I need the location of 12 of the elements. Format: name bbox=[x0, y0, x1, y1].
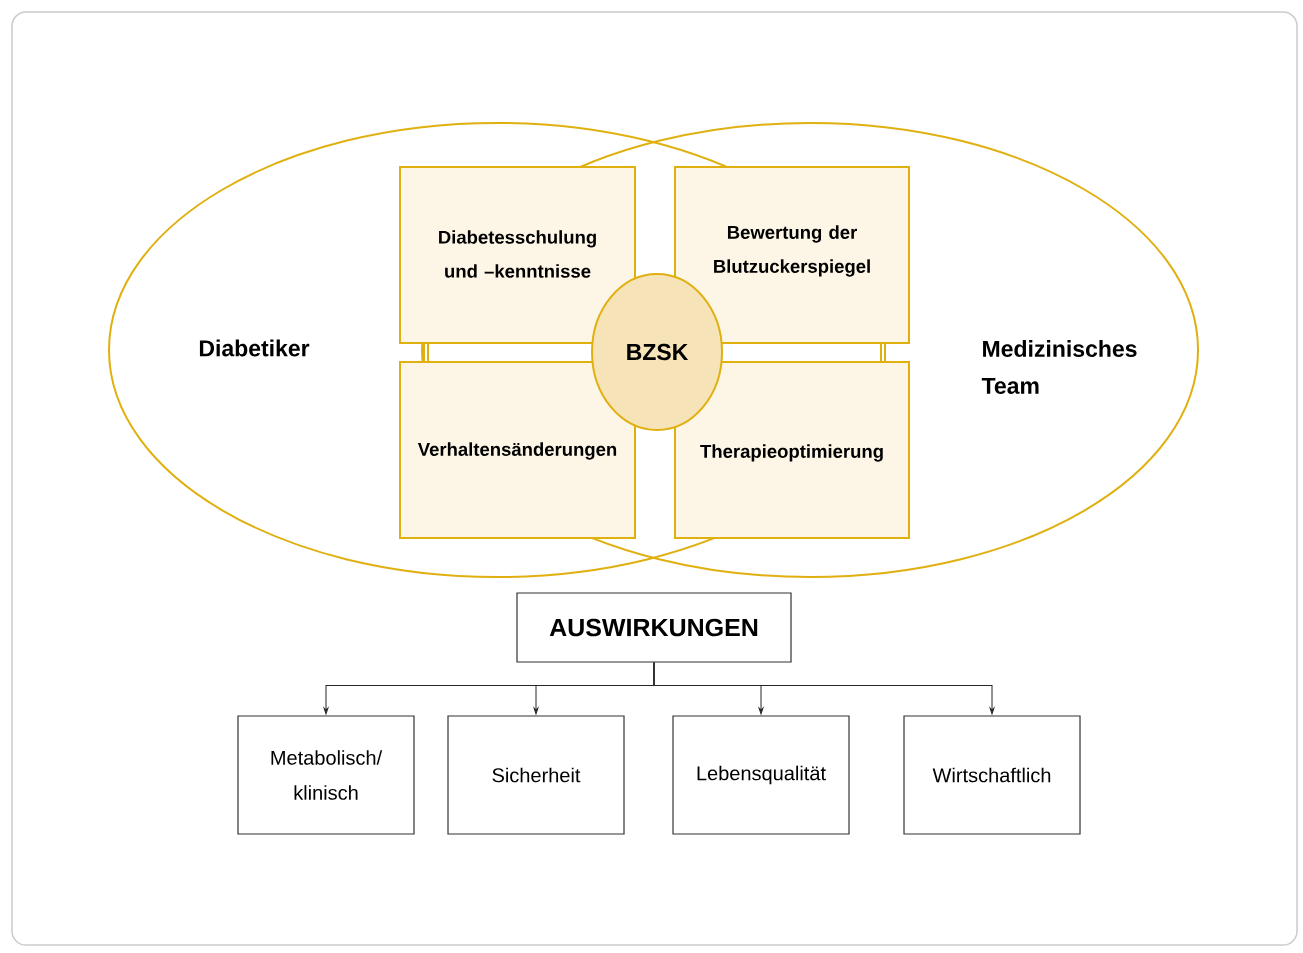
group-label: Medizinisches Team bbox=[981, 340, 1137, 394]
outcome-box: Lebensqualität bbox=[672, 715, 850, 835]
group-label: Diabetiker bbox=[199, 339, 310, 357]
outcome-box: Sicherheit bbox=[447, 715, 625, 835]
outcome-box: Metabolisch/ klinisch bbox=[237, 715, 415, 835]
topic-box: Therapieoptimierung bbox=[674, 361, 910, 539]
topic-box: Bewertung der Blutzuckerspiegel bbox=[674, 166, 910, 344]
arrow bbox=[653, 662, 995, 715]
heading-box: AUSWIRKUNGEN bbox=[516, 592, 792, 663]
topic-box: Diabetesschulung und –kenntnisse bbox=[399, 166, 636, 344]
topic-box: Verhaltensänderungen bbox=[399, 361, 636, 539]
outcome-box: Wirtschaftlich bbox=[903, 715, 1081, 835]
